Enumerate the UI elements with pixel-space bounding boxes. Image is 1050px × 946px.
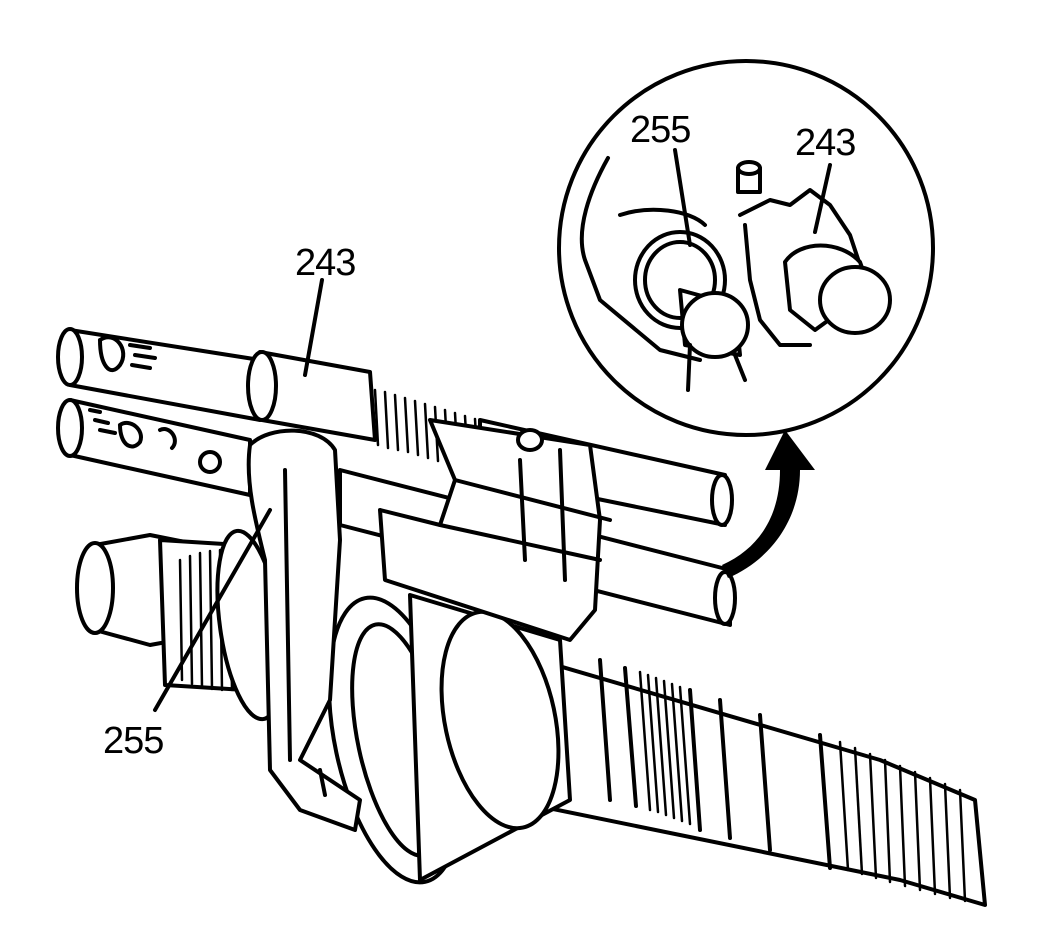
output-shaft: [458, 638, 987, 907]
leader-255-detail: [673, 148, 692, 247]
detent-pin: [736, 160, 762, 194]
leader-255-main: [153, 508, 272, 712]
shift-fork: [246, 428, 362, 832]
interlock-block: [378, 418, 612, 642]
detail-rail-255: [633, 230, 750, 392]
synchronizer-hub: [327, 593, 572, 885]
callout-243-main: 243: [295, 242, 355, 284]
detail-view: 255 243: [557, 59, 935, 437]
callout-255-detail: 255: [630, 109, 690, 151]
callout-243-detail: 243: [795, 122, 855, 164]
leader-243-main: [303, 278, 324, 377]
callout-255-main: 255: [103, 720, 163, 762]
curved-arrow-icon: [722, 430, 815, 578]
input-shaft: [75, 528, 285, 722]
leader-243-detail: [813, 163, 832, 234]
detail-rail-243: [783, 243, 892, 335]
output-splines: [838, 740, 967, 903]
bearing-ring: [638, 670, 692, 826]
main-assembly: 243 255: [56, 242, 987, 907]
